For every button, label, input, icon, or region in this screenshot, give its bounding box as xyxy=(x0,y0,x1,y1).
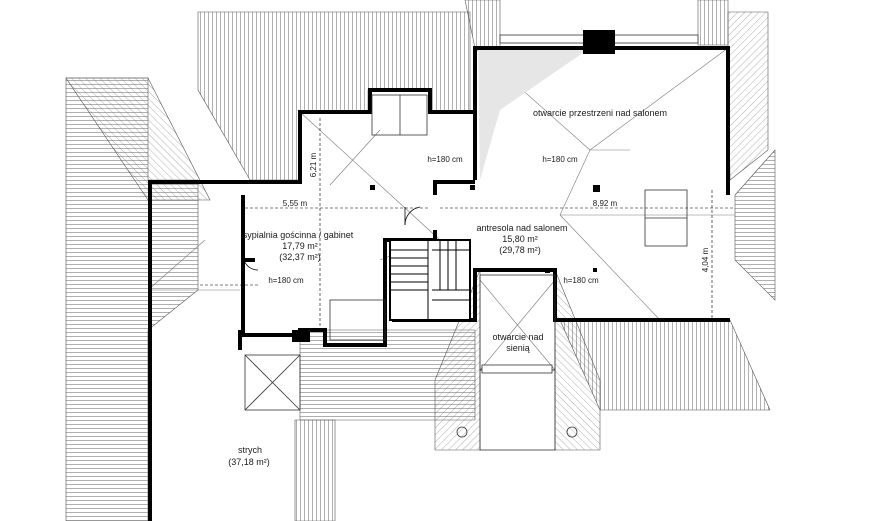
bedroom-area-total: (32,37 m²) xyxy=(279,252,321,262)
roof-slope-right-gable xyxy=(734,149,776,301)
headroom-void-top: h=180 cm xyxy=(427,155,463,164)
mezzanine-area-total: (29,78 m²) xyxy=(499,245,541,255)
dim-mezzanine-width: 8,92 m xyxy=(593,199,618,208)
bedroom-area: 17,79 m² xyxy=(282,241,318,251)
headroom-mezzanine: h=180 cm xyxy=(563,276,599,285)
column-marker-2 xyxy=(470,185,475,190)
ridge-lines xyxy=(147,47,735,371)
bedroom-name: sypialnia gościnna / gabinet xyxy=(243,230,354,240)
roof-slope-bottom-left-strip xyxy=(294,419,336,521)
roof-slope-top-right xyxy=(697,0,729,46)
attic-area: (37,18 m²) xyxy=(228,457,270,467)
door-swing-bedroom xyxy=(242,254,259,271)
dimension-lines xyxy=(200,118,735,328)
attic-name: strych xyxy=(238,445,262,455)
mezzanine-name: antresola nad salonem xyxy=(476,223,567,233)
chimney-block xyxy=(292,330,310,342)
column-marker-4 xyxy=(545,268,550,273)
column-marker-3 xyxy=(593,185,600,192)
hall-void-box xyxy=(456,274,578,451)
dim-mezzanine-height: 4,04 m xyxy=(701,247,710,272)
void-living-label: otwarcie przestrzeni nad salonem xyxy=(533,108,667,118)
hall-void-label-2: sienią xyxy=(506,343,530,353)
living-void-highlight xyxy=(478,48,590,180)
staircase xyxy=(389,239,471,321)
roof-slope-right-upper xyxy=(727,11,769,181)
headroom-void-mid: h=180 cm xyxy=(542,155,578,164)
mezzanine-area: 15,80 m² xyxy=(502,234,538,244)
headroom-bedroom: h=180 cm xyxy=(268,276,304,285)
hall-void-label-1: otwarcie nad xyxy=(492,332,543,342)
labels: otwarcie przestrzeni nad salonem h=180 c… xyxy=(228,108,710,467)
roof-slope-left-hip xyxy=(65,77,211,201)
column-marker-5 xyxy=(593,268,597,272)
dim-bedroom-width: 5,55 m xyxy=(283,199,308,208)
column-marker-1 xyxy=(370,185,375,190)
skylights xyxy=(244,94,688,411)
dim-bedroom-height: 6,21 m xyxy=(309,152,318,177)
